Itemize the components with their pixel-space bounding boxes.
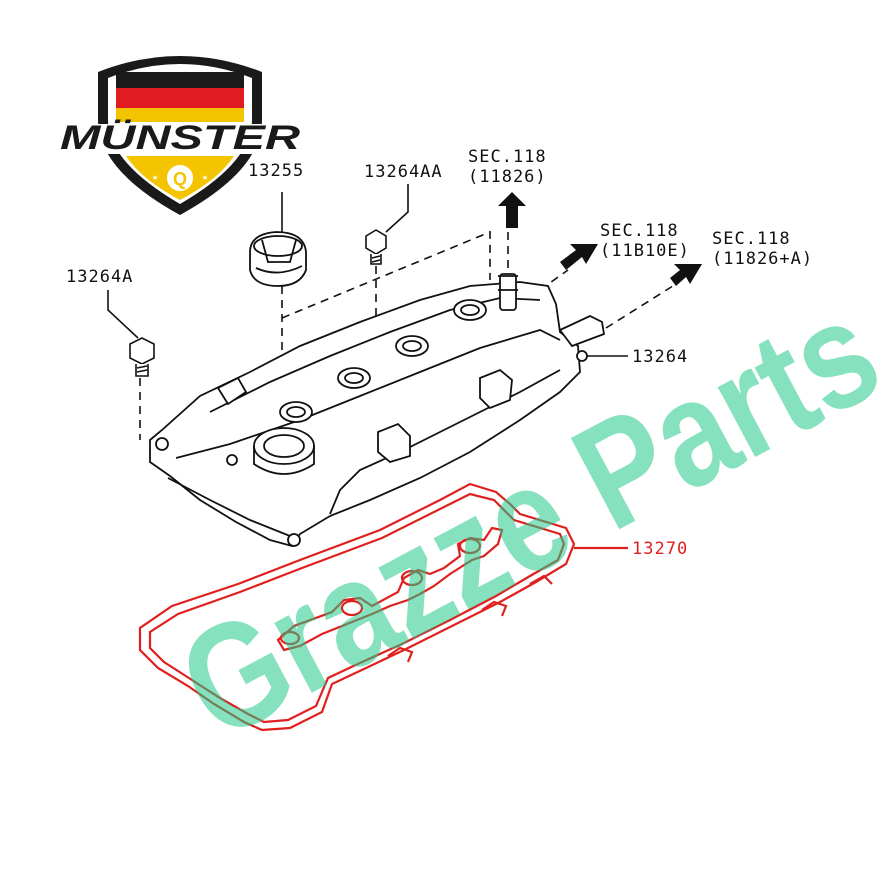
gasket-13270 <box>138 482 628 732</box>
dash-top-bracket <box>281 230 491 319</box>
badge-letter: Q <box>173 169 187 189</box>
dash-right-hose <box>605 283 677 329</box>
flag-black-stripe <box>116 72 244 88</box>
label-sec-top-1: SEC.118 <box>468 147 547 167</box>
direction-arrows <box>498 192 702 286</box>
brand-name: MÜNSTER <box>60 119 301 157</box>
label-sec-top-2: (11826) <box>468 167 547 187</box>
munster-logo: Q ★ ★ MÜNSTER <box>52 56 306 215</box>
label-cover: 13264 <box>632 347 688 367</box>
oil-filler-cap <box>249 231 307 287</box>
label-sec-right-1: SEC.118 <box>712 229 791 249</box>
arrow-right-up-icon <box>560 244 598 270</box>
leader-bolt-aa <box>385 184 409 233</box>
flag-red-stripe <box>116 88 244 108</box>
pcv-valve <box>499 273 517 311</box>
label-bolt-aa: 13264AA <box>364 162 443 182</box>
label-oil-cap: 13255 <box>248 161 304 181</box>
brand-banner <box>52 124 306 154</box>
label-sec-right-2: (11826+A) <box>712 249 813 269</box>
part-labels: 13264A 13255 13264AA SEC.118 (11826) SEC… <box>66 147 813 559</box>
cover-outline <box>149 281 581 548</box>
gasket-plug-strip <box>276 526 504 652</box>
valve-cover-13264 <box>149 273 606 548</box>
gasket-outer <box>138 482 576 732</box>
label-sec-mid-1: SEC.118 <box>600 221 679 241</box>
label-sec-mid-2: (11B10E) <box>600 241 690 261</box>
arrow-right-up-icon-2 <box>670 264 702 286</box>
gasket-inner-edge <box>148 492 566 724</box>
badge-circle <box>165 163 195 193</box>
star-left-icon: ★ <box>152 172 158 183</box>
leader-bolt-a <box>107 290 139 339</box>
hose-nipple <box>558 315 606 348</box>
bolt-13264aa <box>365 229 387 265</box>
label-gasket: 13270 <box>632 539 688 559</box>
arrow-up-icon <box>498 192 526 228</box>
flag-gold-stripe <box>116 108 244 122</box>
bolt-13264a <box>129 337 155 377</box>
label-bolt-a: 13264A <box>66 267 133 287</box>
star-right-icon: ★ <box>202 172 208 183</box>
